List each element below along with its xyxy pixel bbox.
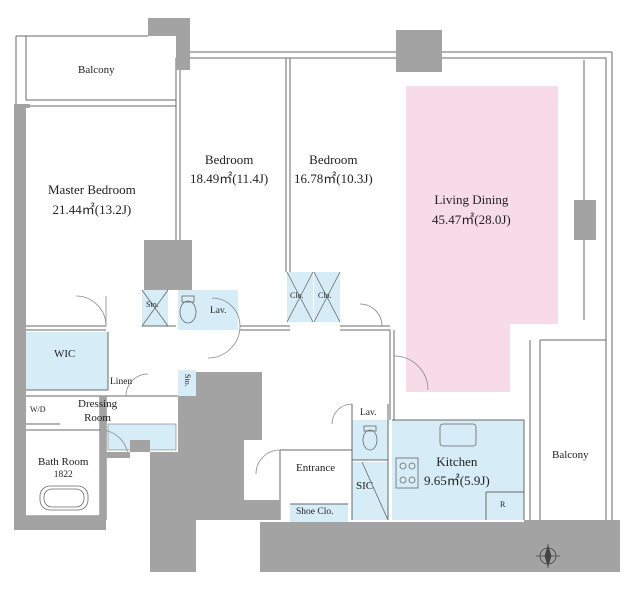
toilet-icon xyxy=(362,425,378,451)
bedroom2-area: 16.78㎡(10.3J) xyxy=(294,171,373,187)
lav1-label: Lav. xyxy=(210,306,227,316)
kitchen-name: Kitchen xyxy=(436,454,478,469)
living-dining-label: Living Dining 45.47㎡(28.0J) xyxy=(432,192,511,229)
entrance-label: Entrance xyxy=(296,462,336,474)
sic-fill xyxy=(352,462,388,520)
shoe-clo-label: Shoe Clo. xyxy=(296,507,334,517)
bedroom1-name: Bedroom xyxy=(204,152,254,167)
bedroom2-name: Bedroom xyxy=(309,152,358,167)
balcony-right-label: Balcony xyxy=(552,449,589,461)
clo2-label: Clo. xyxy=(318,291,332,300)
bathtub-icon xyxy=(39,485,89,511)
balcony-top-label: Balcony xyxy=(78,64,115,76)
toilet-icon xyxy=(179,295,197,324)
living-dining-name: Living Dining xyxy=(434,192,509,207)
lav2-label: Lav. xyxy=(360,408,377,418)
living-dining-fill xyxy=(406,86,558,324)
wic-label: WIC xyxy=(54,348,76,360)
wd-label: W/D xyxy=(30,405,46,414)
compass-icon xyxy=(536,544,560,568)
kitchen-label: Kitchen 9.65㎡(5.9J) xyxy=(424,454,490,490)
bedroom2-label: Bedroom 16.78㎡(10.3J) xyxy=(294,152,373,188)
bath-room-label: Bath Room 1822 xyxy=(38,456,88,482)
structural-walls xyxy=(14,18,620,572)
bedroom1-label: Bedroom 18.49㎡(11.4J) xyxy=(190,152,268,188)
master-bedroom-area: 21.44㎡(13.2J) xyxy=(52,202,132,218)
sto2-label: Sto. xyxy=(183,374,192,387)
bath-room-name: Bath Room xyxy=(38,456,89,468)
bedroom1-area: 18.49㎡(11.4J) xyxy=(190,171,269,187)
bath-room-size: 1822 xyxy=(53,469,73,480)
sink-icon xyxy=(439,423,477,447)
door-swing-icon xyxy=(75,295,429,475)
stove-icon xyxy=(395,457,419,489)
sto2-fill xyxy=(178,370,196,400)
lav2-fill xyxy=(352,420,388,460)
wic-fill xyxy=(26,332,108,390)
clo1-label: Clo. xyxy=(290,291,304,300)
dressing-room-line2: Room xyxy=(84,411,111,424)
master-bedroom-name: Master Bedroom xyxy=(48,182,136,197)
dressing-room-line1: Dressing xyxy=(78,398,118,410)
shoe-fill xyxy=(290,504,348,522)
kitchen-area: 9.65㎡(5.9J) xyxy=(424,473,490,489)
sto1-label: Sto. xyxy=(146,300,159,309)
living-dining-fill-lower xyxy=(406,324,510,392)
master-bedroom-label: Master Bedroom 21.44㎡(13.2J) xyxy=(48,182,136,219)
living-dining-area: 45.47㎡(28.0J) xyxy=(432,212,511,228)
dressing-room-label: Dressing Room xyxy=(78,398,117,426)
refrigerator-label: R xyxy=(500,500,506,509)
linen-label: Linen xyxy=(110,377,133,387)
kitchen-fill xyxy=(392,420,524,520)
sic-label: SIC xyxy=(356,480,374,492)
